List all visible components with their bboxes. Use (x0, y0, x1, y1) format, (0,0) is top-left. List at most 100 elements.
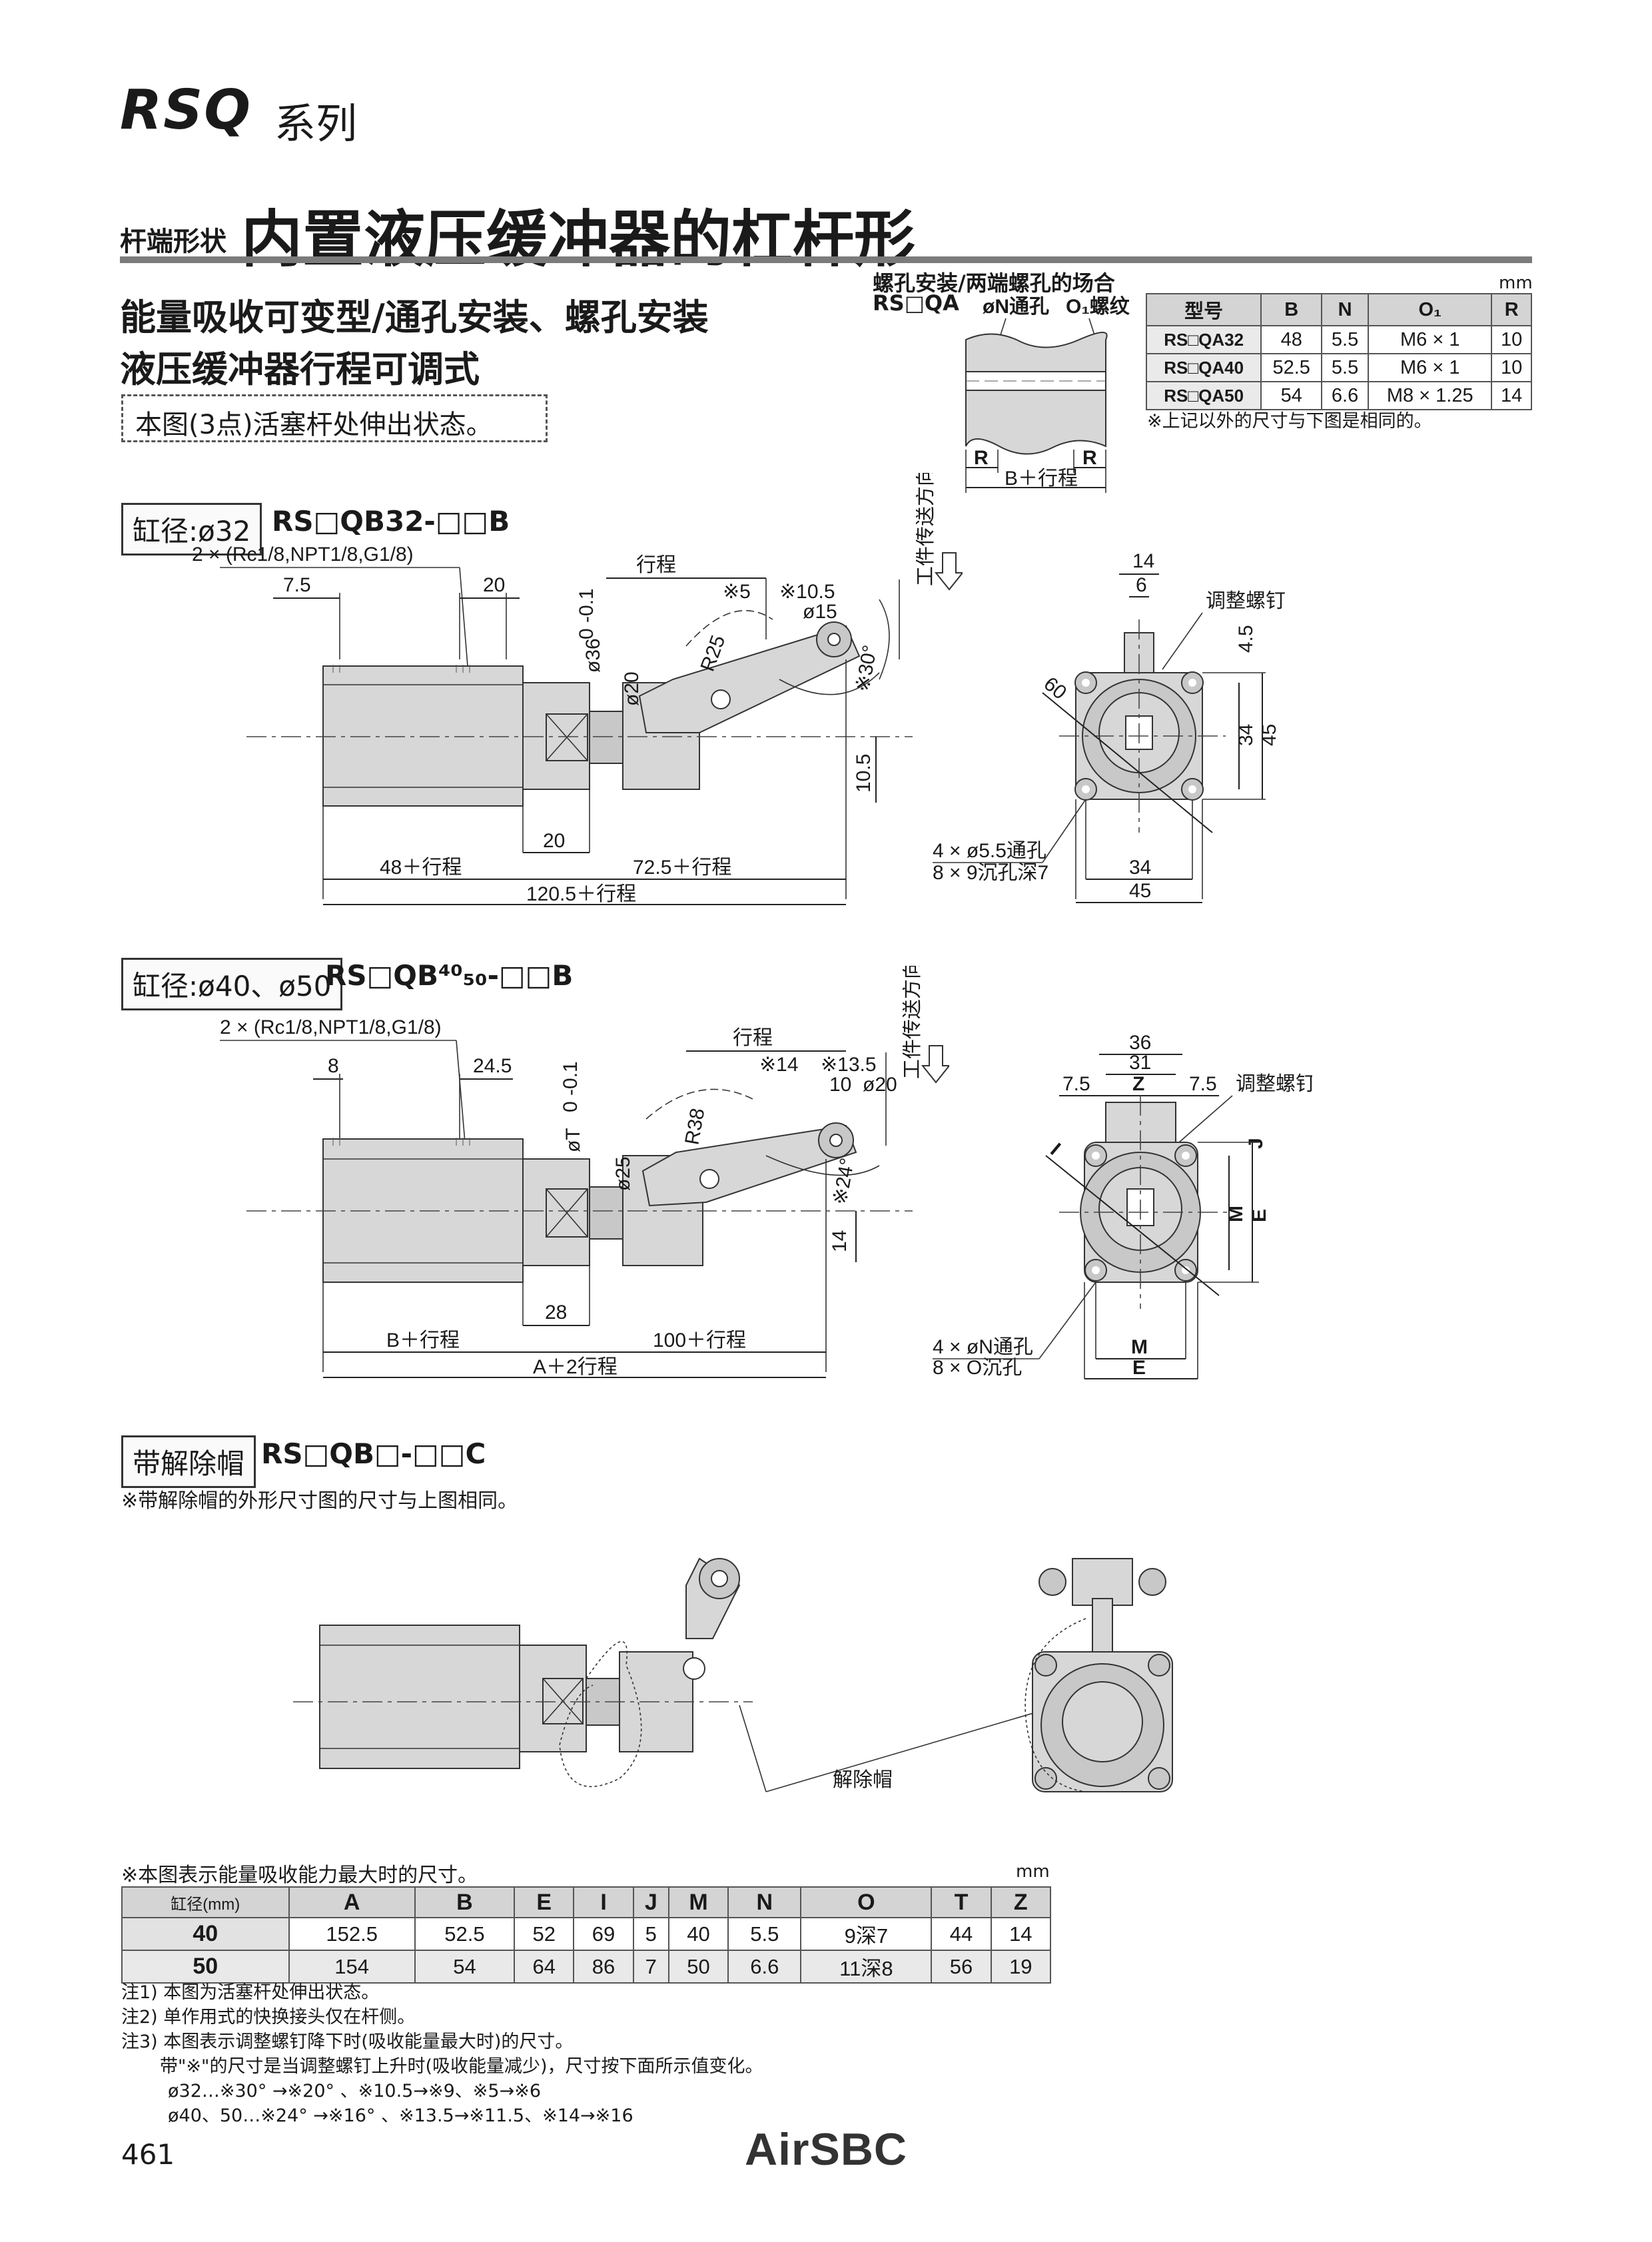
tap-label-b: B＋行程 (1005, 468, 1078, 490)
dim-34h: 34 (1129, 857, 1151, 879)
dim-45h: 45 (1129, 880, 1151, 902)
table-cell: 6.6 (1321, 381, 1370, 410)
table-cell: 14 (1491, 381, 1532, 410)
dim-7-5: 7.5 (283, 574, 311, 596)
dim-20b: 20 (543, 830, 565, 852)
table-cell: 5.5 (1321, 325, 1370, 354)
dim-z: Z (1132, 1073, 1144, 1095)
dim-m: M (1225, 1206, 1247, 1222)
page-number: 461 (121, 2138, 175, 2171)
tap-table-unit: mm (1499, 273, 1533, 293)
note-4: 带"※"的尺寸是当调整螺钉上升时(吸收能量减少)，尺寸按下面所示值变化。 (160, 2056, 763, 2077)
dim-20: 20 (483, 574, 505, 596)
dim-10-5: 10.5 (853, 754, 875, 793)
conveying-label: 工件传送方向 (916, 473, 937, 586)
table-cell: 40 (667, 1917, 729, 1951)
table-row: 50 154 54 64 86 7 50 6.6 11深8 56 19 (121, 1950, 1052, 1984)
tap-mount-drawing: øN通孔 O₁螺纹 R R B＋行程 (965, 296, 1130, 493)
release-cap-callout: 解除帽 (833, 1769, 893, 1791)
model-code-40-50: RS□QB⁴⁰₅₀-□□B (325, 959, 574, 992)
tap-label-o: O₁螺纹 (1066, 296, 1130, 318)
dim-table-caption: ※本图表示能量吸收能力最大时的尺寸。 (121, 1864, 478, 1887)
dim-i: I (1046, 1139, 1065, 1160)
dim-120-5: 120.5＋行程 (526, 883, 636, 905)
dim-14: 14 (1132, 553, 1154, 572)
table-row: 40 152.5 52.5 52 69 5 40 5.5 9深7 44 14 (121, 1917, 1052, 1951)
side-view-40-50: 2 × (Rc1/8,NPT1/8,G1/8) 8 24.5 行程 ※14 ※1… (220, 1016, 913, 1378)
table-cell: 50 (121, 1950, 290, 1984)
note-6: ø40、50…※24° →※16° 、※13.5→※11.5、※14→※16 (168, 2105, 633, 2126)
model-code-32: RS□QB32-□□B (272, 505, 510, 538)
dim-e-h: E (1132, 1357, 1146, 1379)
table-cell: 69 (573, 1917, 634, 1951)
table-cell: RS□QA32 (1145, 325, 1262, 354)
adjust-screw-label: 调整螺钉 (1206, 590, 1286, 612)
note-box: 本图(3点)活塞杆处伸出状态。 (121, 394, 548, 442)
dim-d20: ø20 (621, 671, 643, 706)
dim-stroke-40: 行程 (733, 1027, 773, 1049)
note-3: 注3) 本图表示调整螺钉降下时(吸收能量最大时)的尺寸。 (121, 2032, 574, 2052)
table-cell: 52.5 (1260, 353, 1323, 382)
feature-line-2: 液压缓冲器行程可调式 (120, 348, 480, 390)
tap-col-r: R (1491, 293, 1532, 326)
table-cell: 44 (931, 1917, 992, 1951)
col-e: E (514, 1886, 575, 1918)
tap-mount-model: RS□QA (873, 290, 959, 316)
table-cell: 7 (632, 1950, 669, 1984)
table-cell: 52.5 (414, 1917, 516, 1951)
table-cell: 10 (1491, 325, 1532, 354)
dim-10: 10 (829, 1074, 851, 1096)
dim-45v: 45 (1258, 724, 1280, 746)
table-row: RS□QA50 54 6.6 M8 × 1.25 14 (1145, 381, 1532, 410)
bore-label-40-50: 缸径:ø40、ø50 (121, 958, 343, 1010)
table-cell: M6 × 1 (1368, 325, 1493, 354)
table-cell: 5.5 (1321, 353, 1370, 382)
bore-label-32: 缸径:ø32 (121, 503, 262, 556)
table-cell: 9深7 (800, 1917, 933, 1951)
tap-col-n: N (1321, 293, 1370, 326)
dim-14-40: 14 (829, 1230, 851, 1252)
table-cell: 56 (931, 1950, 992, 1984)
table-cell: 19 (990, 1950, 1052, 1984)
col-n: N (727, 1886, 802, 1918)
tap-col-b: B (1260, 293, 1323, 326)
feature-line-1: 能量吸收可变型/通孔安装、螺孔安装 (120, 296, 709, 338)
port-label-32: 2 × (Rc1/8,NPT1/8,G1/8) (192, 544, 414, 565)
dim-stroke: 行程 (636, 554, 676, 576)
dim-48: 48＋行程 (380, 857, 462, 879)
table-cell: 11深8 (800, 1950, 933, 1984)
rod-end-label: 杆端形状 (120, 226, 226, 257)
port-label-40: 2 × (Rc1/8,NPT1/8,G1/8) (220, 1016, 442, 1038)
dim-tol-40: 0 -0.1 (560, 1061, 582, 1112)
series-word: 系列 (274, 99, 358, 148)
dim-d36: ø36 (582, 638, 604, 673)
dim-7-5b: 7.5 (1189, 1073, 1217, 1095)
table-cell: RS□QA50 (1145, 381, 1262, 410)
table-row: RS□QA40 52.5 5.5 M6 × 1 10 (1145, 353, 1532, 382)
table-cell: 50 (667, 1950, 729, 1984)
conveying-label-40: 工件传送方向 (903, 966, 923, 1079)
release-cap-note: ※带解除帽的外形尺寸图的尺寸与上图相同。 (121, 1489, 518, 1513)
dim-s10-5: ※10.5 (779, 581, 835, 603)
conveying-direction-32: 工件传送方向 (916, 473, 963, 591)
table-cell: M8 × 1.25 (1368, 381, 1493, 410)
tap-col-o1: O₁ (1368, 293, 1493, 326)
tap-label-r1: R (974, 447, 989, 469)
col-a: A (288, 1886, 416, 1918)
table-cell: 5.5 (727, 1917, 802, 1951)
table-cell: 48 (1260, 325, 1323, 354)
adjust-screw-label-40: 调整螺钉 (1236, 1073, 1312, 1095)
dim-34v: 34 (1235, 724, 1257, 746)
dim-b-stroke: B＋行程 (386, 1329, 460, 1351)
tap-table-note: ※上记以外的尺寸与下图是相同的。 (1147, 411, 1432, 432)
table-row: RS□QA32 48 5.5 M6 × 1 10 (1145, 325, 1532, 354)
dim-s24: ※24° (829, 1156, 859, 1206)
dim-d20-40: ø20 (863, 1074, 897, 1096)
model-code-cap: RS□QB□-□□C (261, 1437, 486, 1470)
tap-mount-title: 螺孔安装/两端螺孔的场合 (873, 270, 1115, 296)
dim-8: 8 (328, 1055, 339, 1077)
table-cell: 40 (121, 1917, 290, 1951)
dim-tol: 0 -0.1 (576, 588, 598, 639)
dim-6: 6 (1136, 574, 1147, 596)
dim-31: 31 (1129, 1052, 1151, 1074)
